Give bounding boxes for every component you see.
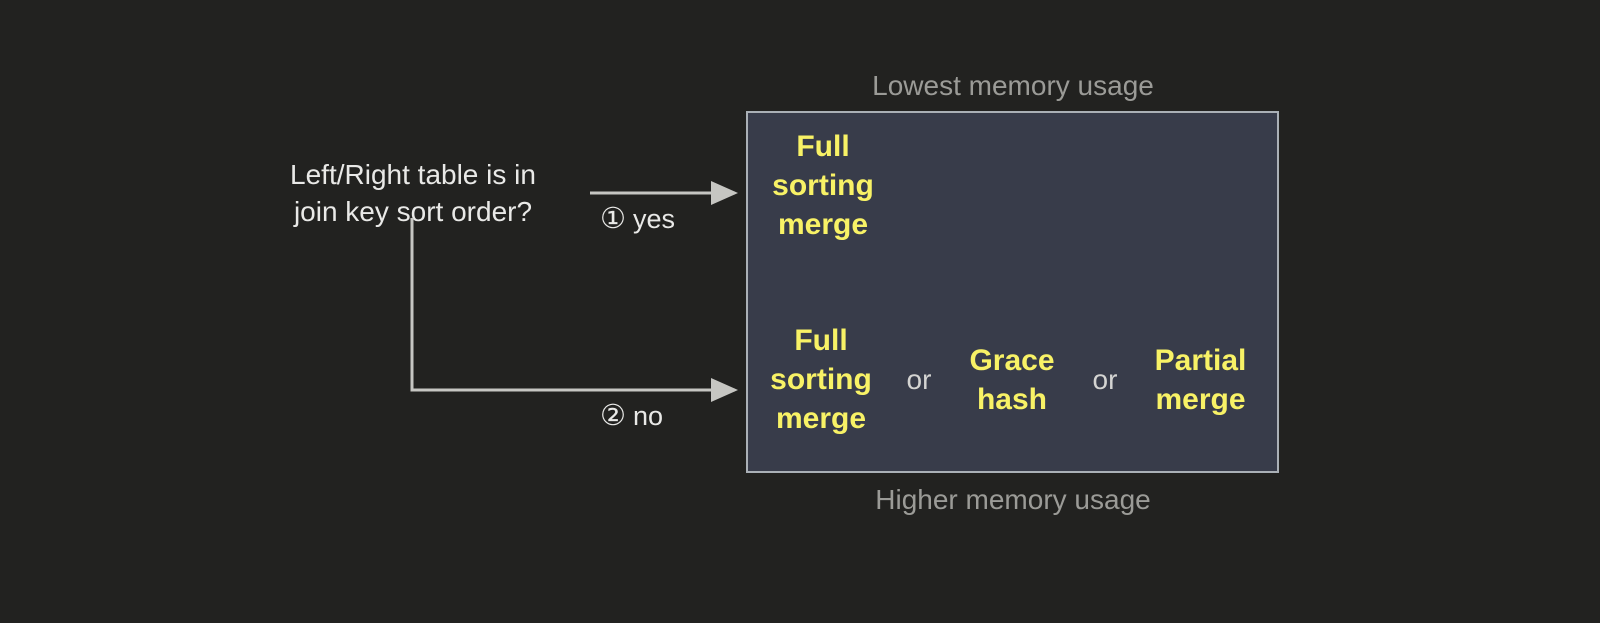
- caption-higher-memory: Higher memory usage: [875, 484, 1151, 515]
- arrow-no: [410, 218, 738, 402]
- option-full-sorting-merge-unsorted: Full sorting merge: [770, 324, 872, 435]
- caption-lowest-memory: Lowest memory usage: [872, 70, 1154, 101]
- option-grace-hash: Grace hash: [969, 343, 1055, 416]
- branch-text-yes: yes: [633, 204, 676, 234]
- branch-marker-yes: ①: [600, 203, 626, 235]
- option-full-sorting-merge-sorted: Full sorting merge: [772, 130, 874, 241]
- option-partial-merge: Partial merge: [1154, 343, 1247, 416]
- option-row-sorted-input: Full sorting merge: [748, 127, 1277, 244]
- branch-text-no: no: [633, 401, 664, 431]
- decision-question: Left/Right table is in join key sort ord…: [290, 159, 536, 227]
- option-separator-1: or: [906, 363, 932, 395]
- option-row-unsorted-input: Full sorting merge or Grace hash or Part…: [748, 321, 1277, 438]
- option-separator-2: or: [1092, 363, 1118, 395]
- branch-marker-no: ②: [600, 400, 626, 432]
- join-algorithm-panel: Full sorting merge Full sorting merge or…: [746, 111, 1279, 473]
